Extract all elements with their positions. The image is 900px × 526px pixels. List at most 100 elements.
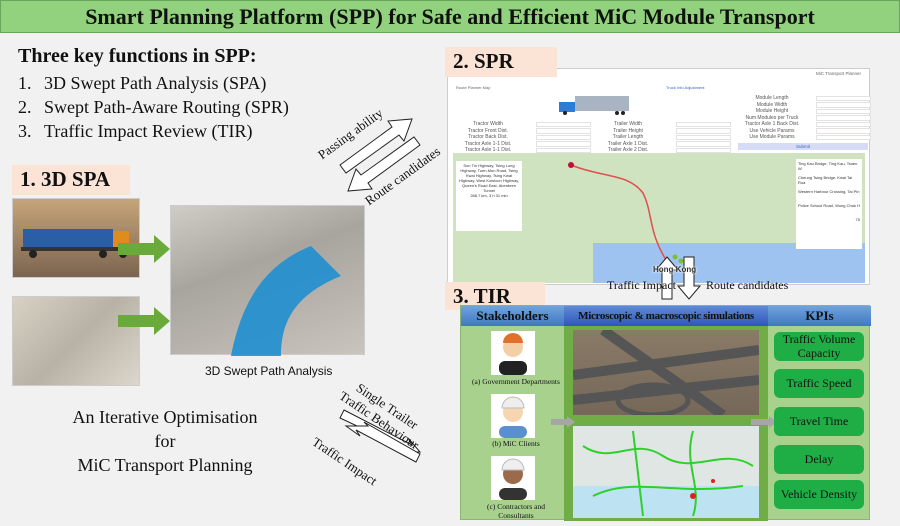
kpi-delay: Delay [774, 445, 864, 474]
key-function-item: 3. Traffic Impact Review (TIR) [18, 121, 252, 142]
submit-button[interactable]: Submit [738, 143, 868, 150]
iterative-line: An Iterative Optimisation [72, 407, 258, 427]
tractor-axle-input[interactable] [536, 147, 591, 153]
trailer-fields: Trailer Width Trailer Height Trailer Len… [588, 121, 668, 154]
kpi-traffic-volume: Traffic Volume Capacity [774, 332, 864, 361]
kpi-travel-time: Travel Time [774, 407, 864, 436]
truck-3d-image [12, 198, 140, 278]
use-vehicle-params-input[interactable] [816, 128, 871, 134]
kpis-header: KPIs [768, 306, 871, 326]
route-candidates-label: Route candidates [706, 278, 789, 292]
key-function-item: 2.Swept Path-Aware Routing (SPR) [18, 97, 289, 118]
trailer-axle2-input[interactable] [676, 147, 731, 153]
key-function-item: 1. 3D Swept Path Analysis (SPA) [18, 73, 266, 94]
tractor-width-input[interactable] [536, 121, 591, 127]
government-avatar [491, 331, 535, 375]
tab-route-planner-map[interactable]: Route Planner Map [456, 85, 491, 90]
macroscopic-network-map [573, 426, 759, 518]
module-fields: Module Length Module Width Module Height… [732, 95, 812, 141]
map-city-label: Hong Kong [653, 265, 697, 274]
route-list-item[interactable]: Western Harbour Crossing, Tai Pin [798, 189, 860, 194]
route-list-item[interactable]: Cheung Tsing Bridge, Kwai Tai Roa [798, 175, 853, 185]
user-menu[interactable]: MiC Transport Planner [815, 71, 861, 76]
simulations-header: Microscopic & macroscopic simulations [564, 306, 768, 326]
page-number[interactable]: 75 [855, 217, 860, 222]
item-text: Traffic Impact Review (TIR) [44, 121, 253, 141]
num-modules-input[interactable] [816, 115, 871, 121]
item-number: 1. [18, 73, 32, 93]
key-functions-heading: Three key functions in SPP: [18, 45, 257, 67]
tractor-axle-input[interactable] [536, 141, 591, 147]
street-photo [12, 296, 140, 386]
spr-label: 2. SPR [445, 47, 557, 77]
field-label: Trailer Height [613, 127, 643, 134]
iterative-text: An Iterative Optimisation for MiC Transp… [40, 405, 290, 477]
spr-app-screenshot: MiC Transport Planner Route Planner Map … [447, 68, 871, 285]
truck-icon [559, 96, 629, 115]
stakeholder-label: (c) Contractors and Consultants [487, 502, 545, 520]
swept-path-shape [231, 246, 341, 356]
down-arrow-icon [676, 256, 701, 300]
stakeholder-label: (b) MiC Clients [492, 439, 540, 448]
up-right-arrow-icon [339, 118, 413, 174]
trailer-axle1-input[interactable] [676, 141, 731, 147]
contractor-avatar [491, 456, 535, 500]
field-label: Use Module Params [749, 134, 795, 140]
item-text: 3D Swept Path Analysis (SPA) [44, 73, 267, 93]
arrow-icon [751, 416, 777, 428]
use-module-params-input[interactable] [816, 134, 871, 140]
field-label: Trailer Width [613, 121, 643, 127]
trailer-width-input[interactable] [676, 121, 731, 127]
up-left-arrow-icon [344, 421, 421, 463]
arrow-icon [118, 307, 170, 335]
field-label: Tractor Width [473, 121, 503, 127]
tab-truck-info[interactable]: Truck Info Adjustment [666, 85, 705, 90]
kpi-vehicle-density: Vehicle Density [774, 480, 864, 509]
page-title: Smart Planning Platform (SPP) for Safe a… [0, 0, 900, 33]
tir-panel: Stakeholders Microscopic & macroscopic s… [460, 305, 871, 521]
microscopic-simulation-image [572, 325, 760, 420]
tractor-back-input[interactable] [536, 134, 591, 140]
field-label: Tractor Axle 1-1 Dist. [464, 140, 512, 147]
field-label: Trailer Axle 1 Dist. [607, 140, 649, 147]
module-length-input[interactable] [816, 95, 871, 101]
field-label: Module Width [756, 101, 788, 108]
field-label: Module Length [755, 95, 789, 101]
field-label: Tractor Axle 1-1 Dist. [464, 147, 512, 153]
iterative-line: for [154, 431, 176, 451]
item-number: 3. [18, 121, 32, 141]
field-label: Use Vehicle Params [749, 127, 795, 134]
field-label: Trailer Length [612, 134, 644, 140]
item-text: Swept Path-Aware Routing (SPR) [44, 97, 289, 117]
spa-spr-arrows [339, 118, 421, 192]
route-list-item[interactable]: Police School Road, Wong Chuk H [798, 203, 860, 208]
field-label: Trailer Axle 2 Dist. [607, 147, 649, 153]
arrow-icon [551, 416, 575, 428]
trailer-length-input[interactable] [676, 134, 731, 140]
tractor-axle-back-input[interactable] [816, 121, 871, 127]
arrow-icon [118, 235, 170, 263]
trailer-height-input[interactable] [676, 128, 731, 134]
module-height-input[interactable] [816, 108, 871, 114]
spa-caption: 3D Swept Path Analysis [205, 364, 333, 378]
origin-marker-icon [568, 162, 574, 168]
module-width-input[interactable] [816, 102, 871, 108]
traffic-impact-label: Traffic Impact [607, 278, 676, 292]
client-avatar [491, 394, 535, 438]
route-map[interactable]: Son Tin Highway, Tsing Long Highway, Tue… [453, 153, 865, 283]
route-list-item[interactable]: Ting Kau Bridge, Ting Kau, Tsuen W [798, 161, 858, 171]
route-info-popup: Son Tin Highway, Tsing Long Highway, Tue… [456, 161, 522, 231]
tractor-front-input[interactable] [536, 128, 591, 134]
up-arrow-icon [655, 256, 680, 300]
route-list: Ting Kau Bridge, Ting Kau, Tsuen W Cheun… [796, 159, 862, 249]
kpi-traffic-speed: Traffic Speed [774, 369, 864, 398]
green-arrows [118, 235, 170, 335]
tractor-fields: Tractor Width Tractor Front Dist. Tracto… [448, 121, 528, 154]
route-summary: 288.7 km, 3 h 31 min [470, 193, 508, 198]
stakeholders-header: Stakeholders [461, 306, 564, 326]
iterative-line: MiC Transport Planning [77, 455, 253, 475]
stakeholder-label: (a) Government Departments [472, 377, 560, 386]
tir-spa-arrows [339, 409, 422, 463]
route-description: Son Tin Highway, Tsing Long Highway, Tue… [458, 163, 520, 193]
swept-path-image [170, 205, 365, 356]
